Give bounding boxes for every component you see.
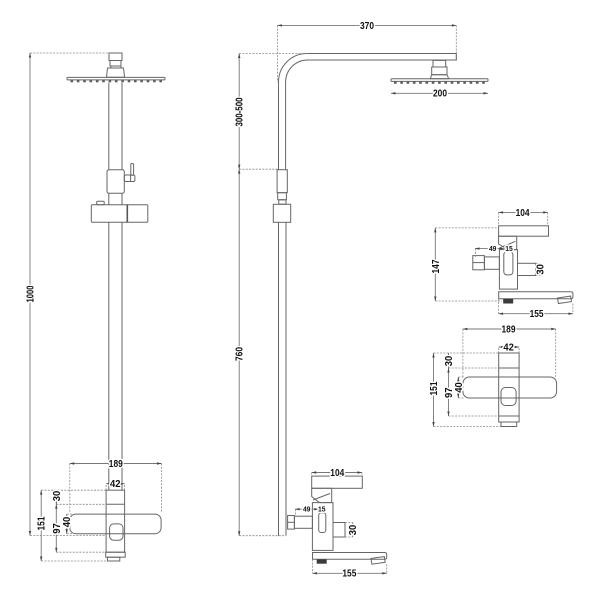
svg-text:760: 760 xyxy=(235,347,246,361)
svg-text:42: 42 xyxy=(110,479,121,490)
svg-text:370: 370 xyxy=(360,21,374,32)
svg-text:189: 189 xyxy=(502,324,516,335)
svg-text:155: 155 xyxy=(342,569,356,580)
svg-text:30: 30 xyxy=(536,264,547,275)
svg-text:42: 42 xyxy=(503,342,514,353)
svg-text:49: 49 xyxy=(303,507,311,514)
svg-text:200: 200 xyxy=(433,89,447,100)
svg-text:300-500: 300-500 xyxy=(235,97,246,126)
svg-text:30: 30 xyxy=(444,355,455,366)
svg-text:151: 151 xyxy=(37,516,48,530)
svg-text:104: 104 xyxy=(330,468,344,479)
svg-text:151: 151 xyxy=(429,381,440,395)
svg-text:104: 104 xyxy=(516,208,530,219)
svg-text:40: 40 xyxy=(454,382,465,393)
svg-text:147: 147 xyxy=(431,259,442,273)
svg-text:30: 30 xyxy=(52,490,63,501)
svg-text:30: 30 xyxy=(348,524,359,535)
svg-text:97: 97 xyxy=(52,523,63,534)
svg-text:97: 97 xyxy=(444,387,455,398)
svg-text:155: 155 xyxy=(530,309,544,320)
svg-text:49: 49 xyxy=(489,246,497,253)
svg-text:15: 15 xyxy=(505,246,513,253)
svg-text:40: 40 xyxy=(62,516,73,527)
svg-text:1000: 1000 xyxy=(26,285,37,302)
svg-text:189: 189 xyxy=(109,459,123,470)
svg-text:15: 15 xyxy=(318,507,326,514)
